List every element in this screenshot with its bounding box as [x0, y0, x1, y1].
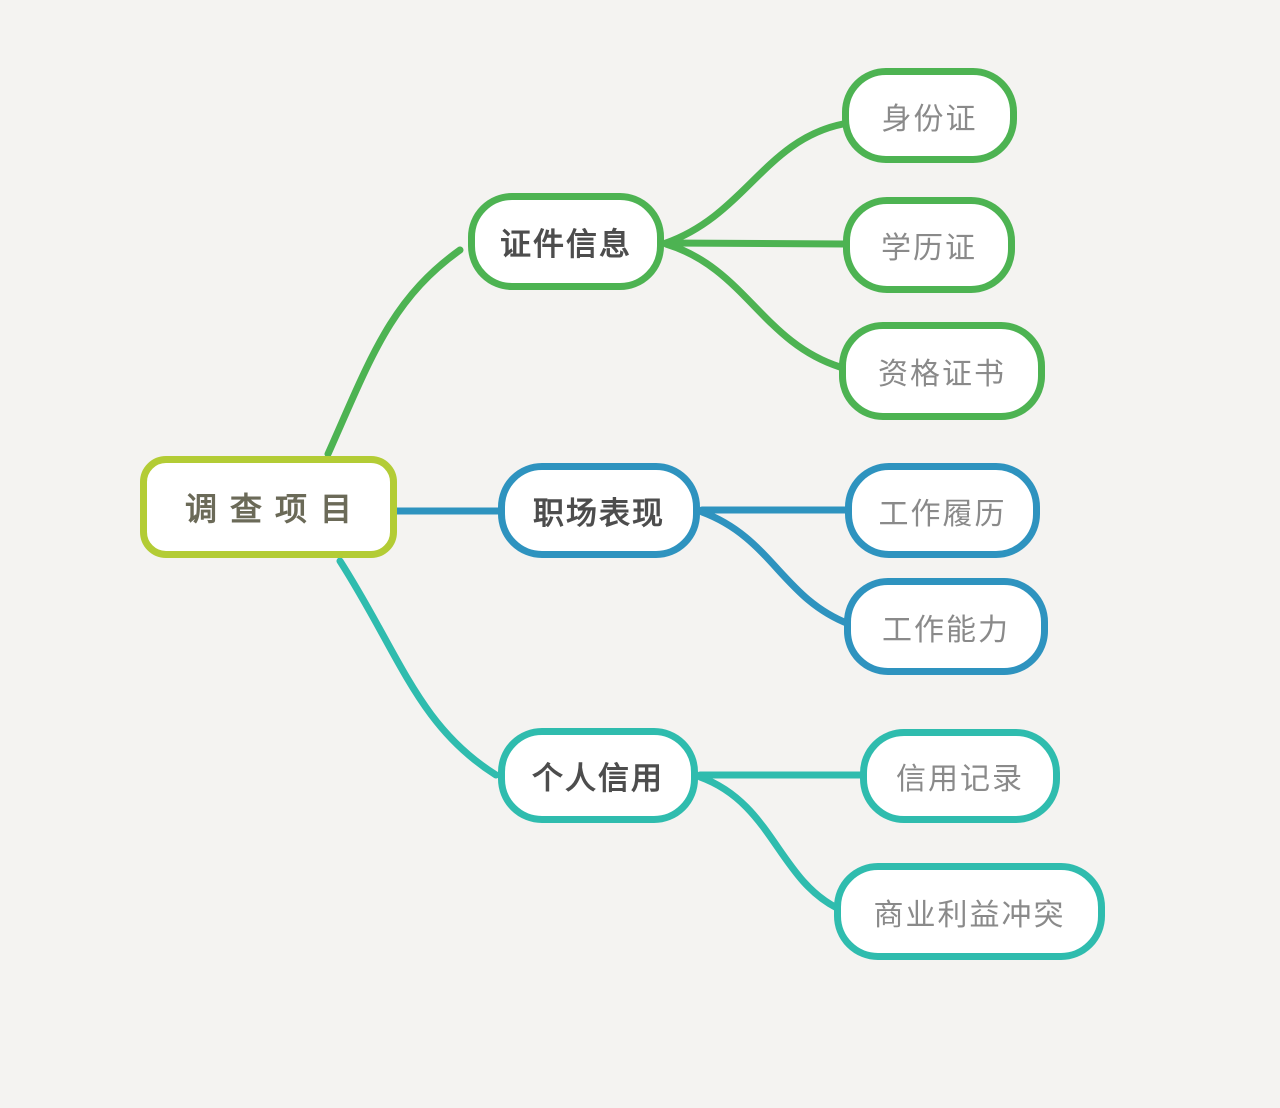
node-work-history[interactable]: 工作履历	[845, 463, 1040, 558]
node-label: 资格证书	[878, 358, 1006, 391]
node-label: 个人信用	[532, 761, 664, 796]
node-certificate-info[interactable]: 证件信息	[468, 193, 664, 290]
node-label: 学历证	[881, 232, 977, 265]
node-qualification-certificate[interactable]: 资格证书	[839, 322, 1045, 420]
node-personal-credit[interactable]: 个人信用	[498, 728, 698, 823]
node-label: 信用记录	[896, 763, 1024, 796]
node-work-ability[interactable]: 工作能力	[844, 578, 1048, 675]
node-business-interest-conflict[interactable]: 商业利益冲突	[834, 863, 1105, 960]
edge-certificate-info-to-id-card	[662, 120, 847, 247]
edge-credit-to-business-conflict	[696, 773, 841, 912]
node-label: 商业利益冲突	[873, 898, 1066, 932]
node-id-card[interactable]: 身份证	[842, 68, 1017, 163]
node-credit-record[interactable]: 信用记录	[860, 729, 1060, 823]
edge-root-to-personal-credit	[336, 557, 500, 779]
node-label: 工作履历	[878, 497, 1007, 531]
node-workplace-performance[interactable]: 职场表现	[498, 463, 700, 558]
node-root-investigation-items[interactable]: 调查项目	[140, 456, 397, 558]
edge-workplace-to-work-ability	[698, 508, 853, 628]
node-label: 证件信息	[500, 227, 632, 262]
node-label: 工作能力	[882, 613, 1010, 647]
node-label: 职场表现	[533, 496, 665, 531]
edge-root-to-certificate-info	[324, 246, 464, 458]
edge-certificate-info-to-qualification	[662, 240, 844, 371]
edge-certificate-info-to-diploma	[662, 239, 848, 248]
node-label: 调查项目	[184, 491, 365, 527]
node-diploma[interactable]: 学历证	[843, 197, 1015, 293]
node-label: 身份证	[881, 102, 978, 136]
